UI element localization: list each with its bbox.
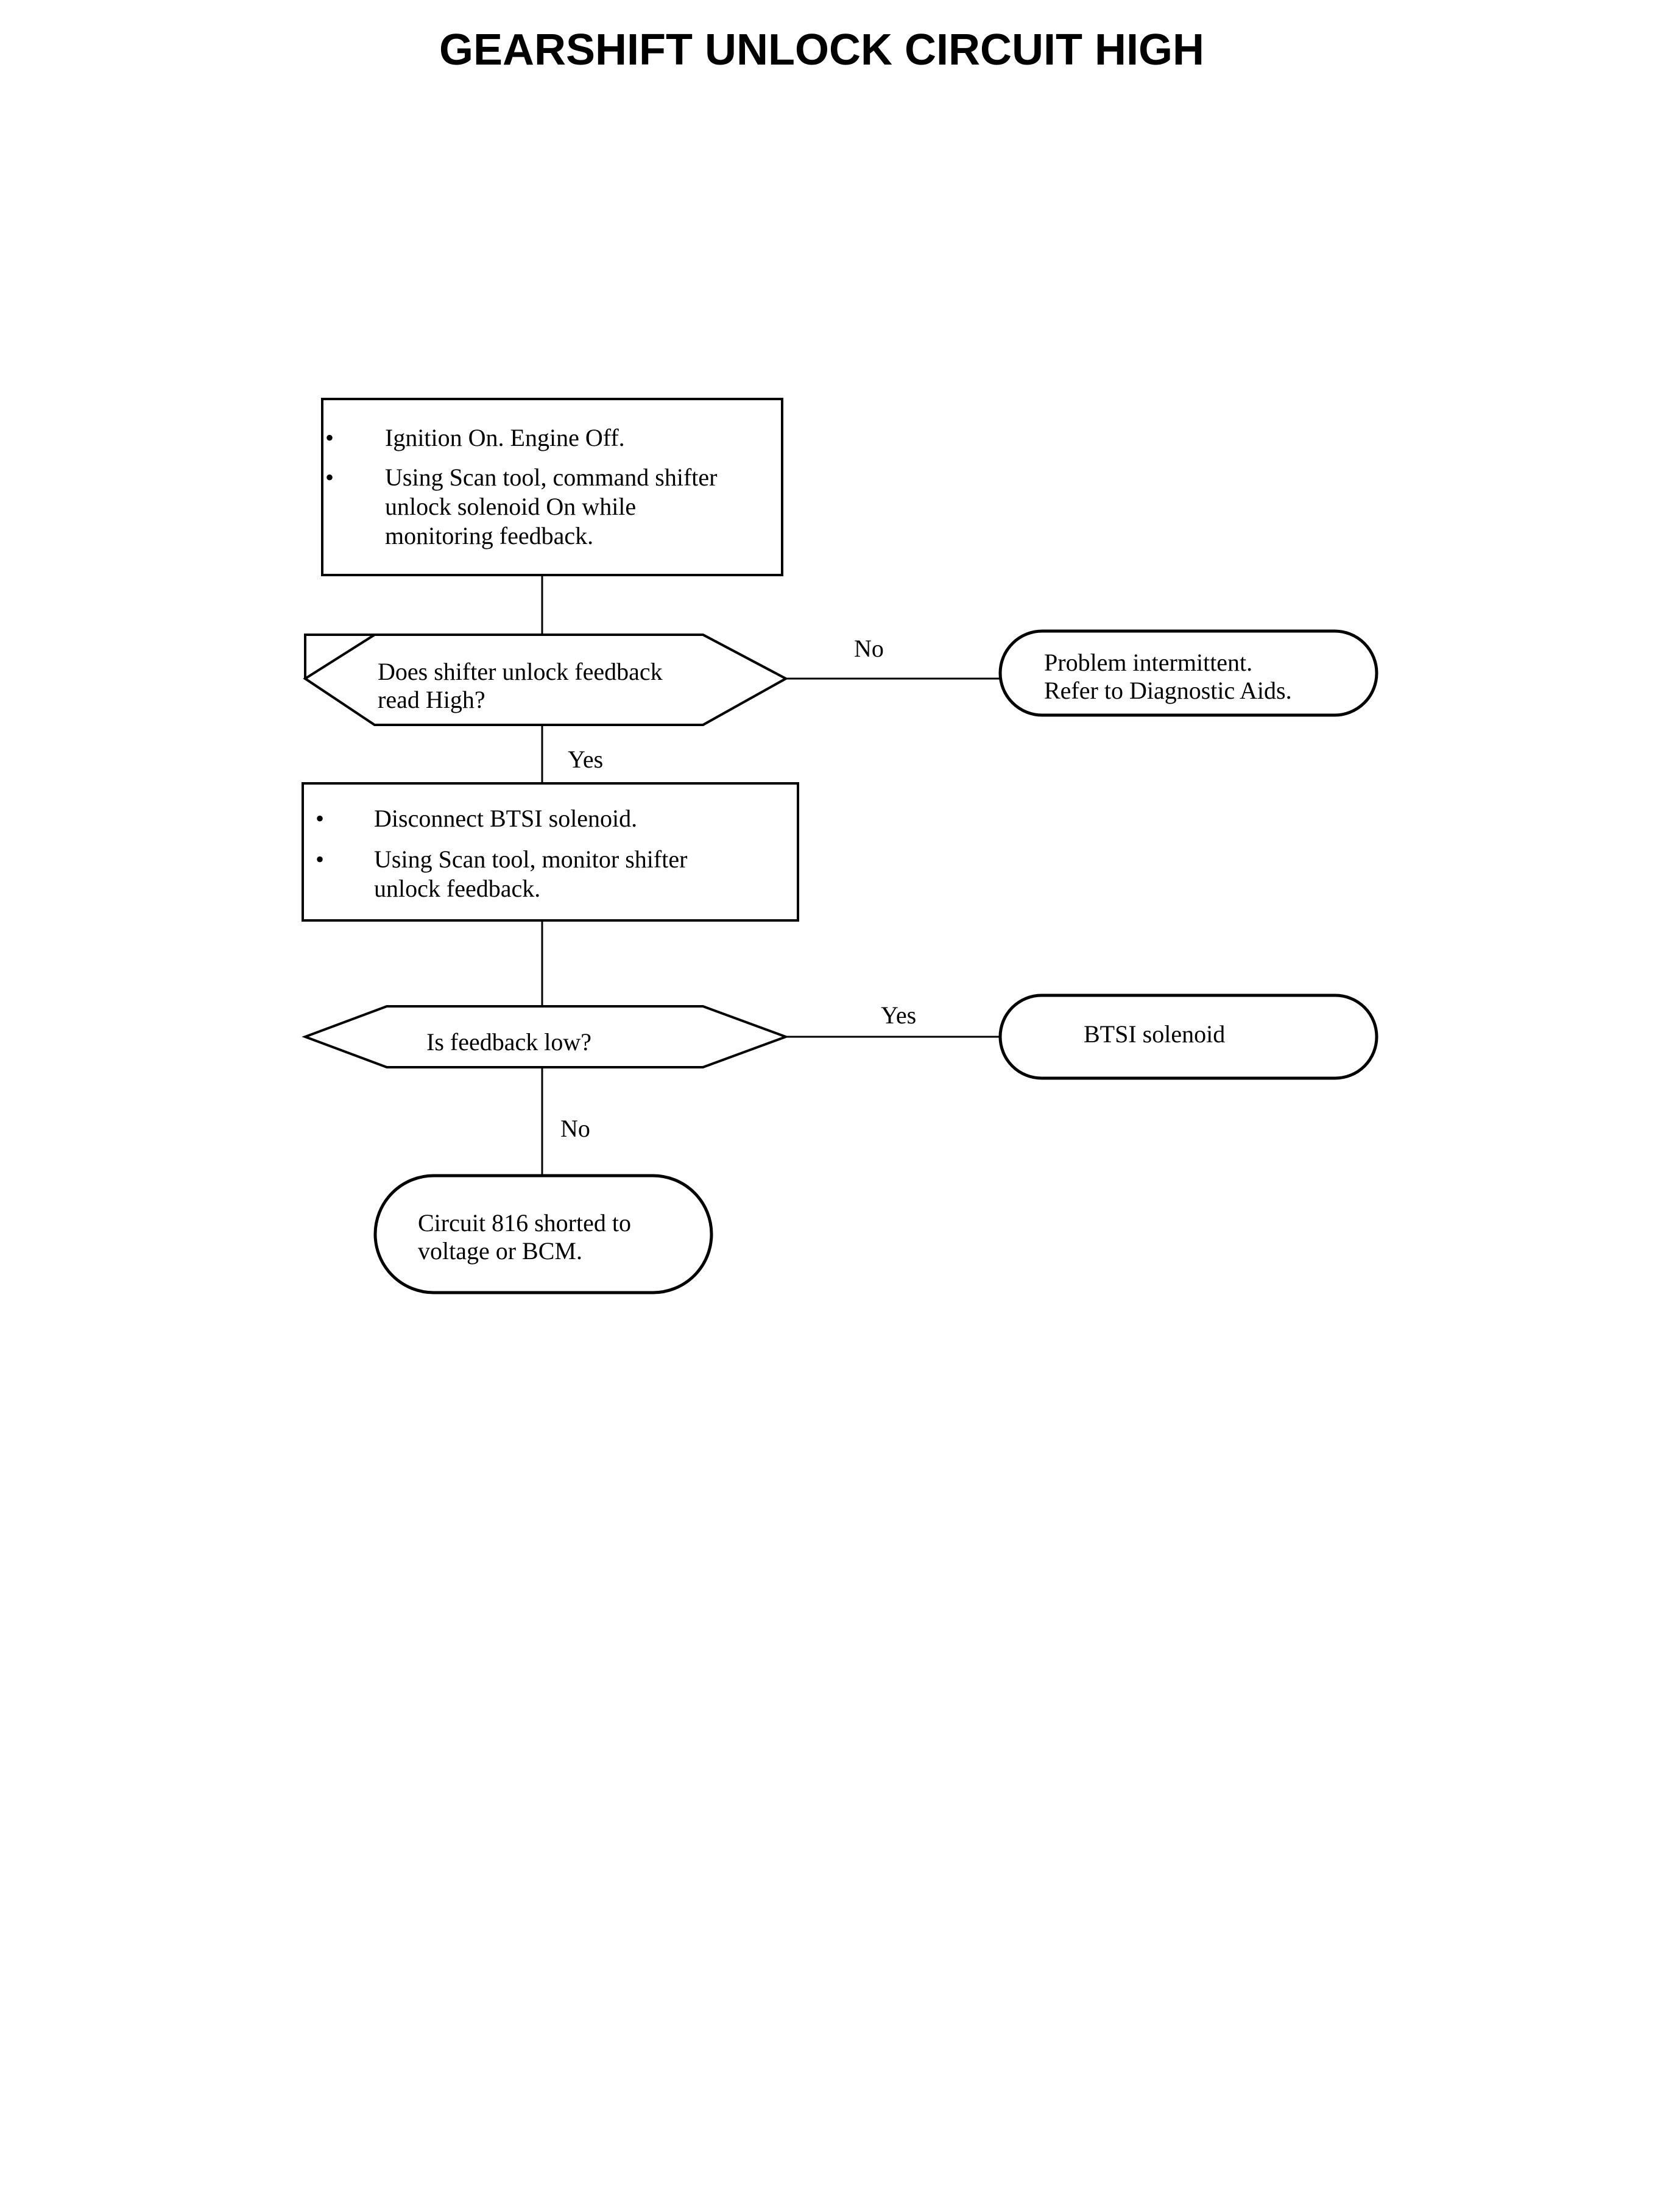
decision1-line-1: Does shifter unlock feedback <box>378 658 663 685</box>
step1-bullet-1-line-1: Ignition On. Engine Off. <box>385 424 625 451</box>
result-circuit-line-1: Circuit 816 shorted to <box>418 1209 631 1237</box>
step2-bullet-2-line-2: unlock feedback. <box>374 875 540 902</box>
edge-label-decision1-no: No <box>854 635 884 662</box>
result-btsi-line-1: BTSI solenoid <box>1084 1020 1225 1048</box>
decision2-line-1: Is feedback low? <box>426 1028 591 1056</box>
result-circuit-line-2: voltage or BCM. <box>418 1237 582 1265</box>
step1-bullet-2-marker: • <box>325 464 334 491</box>
step2-box: • Disconnect BTSI solenoid. • Using Scan… <box>302 782 799 922</box>
result-btsi-terminal: BTSI solenoid <box>998 994 1378 1080</box>
result-intermittent-terminal: Problem intermittent. Refer to Diagnosti… <box>998 629 1378 717</box>
step1-box: • Ignition On. Engine Off. • Using Scan … <box>321 398 783 576</box>
step2-bullet-2-marker: • <box>316 846 324 873</box>
edge-label-decision2-no: No <box>560 1115 590 1142</box>
step1-bullet-2-line-2: unlock solenoid On while <box>385 493 636 520</box>
step1-bullet-2-line-1: Using Scan tool, command shifter <box>385 464 717 491</box>
step1-bullet-1-marker: • <box>325 424 334 451</box>
edge-label-decision2-yes: Yes <box>881 1001 916 1029</box>
step2-bullet-1-marker: • <box>316 805 324 832</box>
result-circuit-terminal: Circuit 816 shorted to voltage or BCM. <box>373 1174 713 1294</box>
step2-bullet-2-line-1: Using Scan tool, monitor shifter <box>374 846 687 873</box>
page-title: GEARSHIFT UNLOCK CIRCUIT HIGH <box>439 26 1204 74</box>
step1-bullet-2-line-3: monitoring feedback. <box>385 522 593 549</box>
decision1-line-2: read High? <box>378 686 485 713</box>
edge-label-decision1-yes: Yes <box>568 746 603 773</box>
result-intermittent-line-1: Problem intermittent. <box>1044 649 1252 676</box>
decision2-hexagon: Is feedback low? <box>302 1005 789 1068</box>
result-intermittent-line-2: Refer to Diagnostic Aids. <box>1044 677 1292 704</box>
step2-bullet-1-line-1: Disconnect BTSI solenoid. <box>374 805 637 832</box>
decision1-hexagon: Does shifter unlock feedback read High? <box>303 634 789 726</box>
